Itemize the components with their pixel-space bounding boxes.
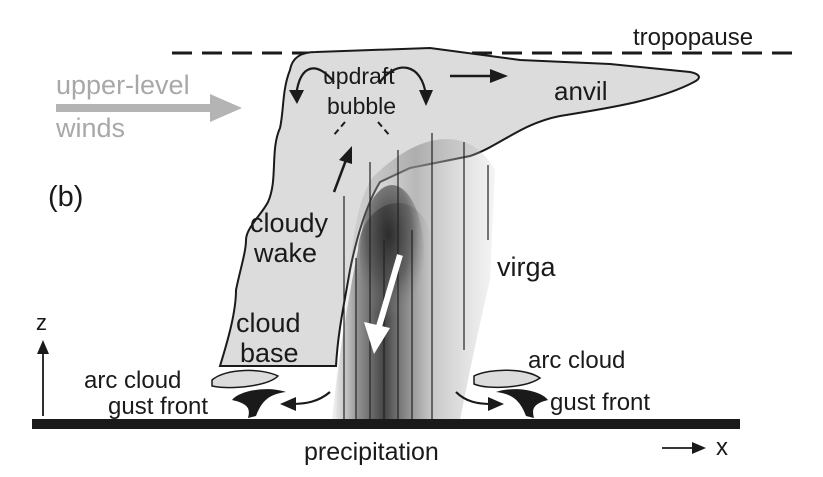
cloud-label: cloud [236, 308, 301, 338]
gust-front-right-label: gust front [550, 389, 650, 416]
tropopause-label: tropopause [633, 24, 753, 51]
z-axis-label: z [36, 310, 47, 335]
winds-label: winds [55, 113, 125, 143]
cloudy-label: cloudy [250, 208, 329, 238]
bubble-right-dash [377, 121, 391, 137]
wake-arrow [332, 159, 348, 193]
left-gust-front [232, 389, 286, 418]
anvil-outflow-arrowhead [490, 69, 508, 83]
upper-level-winds-arrowhead [210, 94, 242, 122]
wake-arrowhead [339, 146, 352, 164]
anvil-label: anvil [554, 76, 607, 106]
panel-label: (b) [48, 181, 83, 213]
updraft-left-circulation-arrow [294, 67, 335, 97]
updraft-right-circulation-arrow [379, 66, 428, 97]
right-gust-front [496, 389, 548, 418]
updraft-label: updraft [323, 63, 395, 89]
left-outflow-arrowhead [280, 397, 296, 411]
base-label: base [240, 338, 299, 368]
arc-cloud-right-label: arc cloud [528, 347, 625, 374]
downdraft-arrowhead [364, 322, 390, 354]
bubble-left-dash [332, 121, 346, 137]
right-outflow-arrowhead [488, 397, 504, 411]
right-arc-cloud [473, 369, 542, 389]
gust-front-left-label: gust front [108, 393, 208, 420]
precipitation-label: precipitation [304, 438, 439, 466]
arc-cloud-left-label: arc cloud [84, 367, 181, 394]
x-axis-arrowhead [692, 442, 706, 454]
x-axis-label: x [716, 434, 728, 461]
updraft-left-arrowhead [289, 90, 304, 104]
updraft-right-arrowhead [419, 90, 433, 106]
wake-label: wake [253, 238, 317, 268]
downdraft-arrow [375, 254, 403, 331]
ground-surface [32, 419, 740, 429]
bubble-label: bubble [327, 93, 396, 119]
left-arc-cloud [211, 369, 280, 389]
precipitation-dark-core [360, 185, 424, 325]
upper-level-label: upper-level [56, 70, 190, 100]
virga-label: virga [497, 252, 557, 282]
z-axis-arrowhead [37, 340, 49, 354]
